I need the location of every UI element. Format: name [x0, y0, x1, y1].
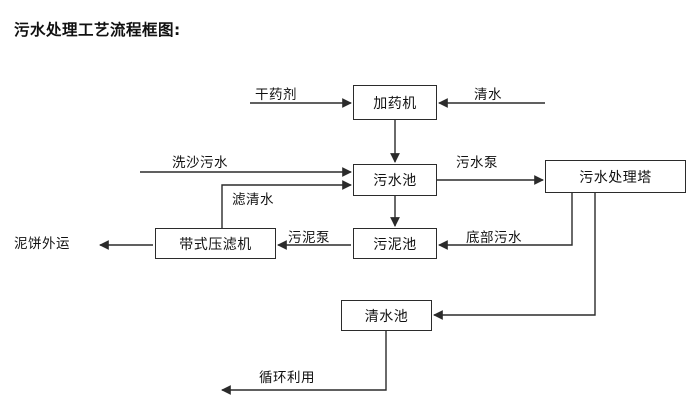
edge-label-sewage-pump: 污水泵: [456, 155, 498, 171]
edge-label-recycle-reuse: 循环利用: [259, 370, 315, 386]
node-clear-water-pool[interactable]: 清水池: [341, 300, 432, 331]
edge-tower-to-clearpool: [433, 193, 596, 320]
node-sewage-treatment-tower[interactable]: 污水处理塔: [545, 160, 686, 193]
node-sewage-treatment-tower-label: 污水处理塔: [579, 169, 652, 186]
node-sludge-pool[interactable]: 污泥池: [353, 228, 437, 259]
node-belt-filter-press[interactable]: 带式压滤机: [155, 228, 276, 259]
node-dosing-machine[interactable]: 加药机: [353, 85, 437, 120]
node-sewage-pool[interactable]: 污水池: [353, 164, 437, 196]
edge-label-sludge-pump: 污泥泵: [288, 230, 330, 246]
edge-label-bottom-sewage: 底部污水: [466, 230, 522, 246]
node-belt-filter-press-label: 带式压滤机: [179, 236, 252, 253]
node-dosing-machine-label: 加药机: [373, 95, 417, 112]
edge-label-filtered-water: 滤清水: [232, 192, 274, 208]
edge-label-clean-water: 清水: [474, 87, 502, 103]
node-clear-water-pool-label: 清水池: [364, 308, 409, 325]
edge-label-dry-reagent: 干药剂: [255, 87, 297, 103]
node-sludge-pool-label: 污泥池: [373, 236, 417, 253]
edge-label-sand-wash-wastewater: 洗沙污水: [172, 155, 228, 171]
page-title: 污水处理工艺流程框图:: [14, 21, 181, 39]
node-sewage-pool-label: 污水池: [373, 173, 417, 189]
terminal-label-mud-cake-out: 泥饼外运: [14, 236, 70, 252]
